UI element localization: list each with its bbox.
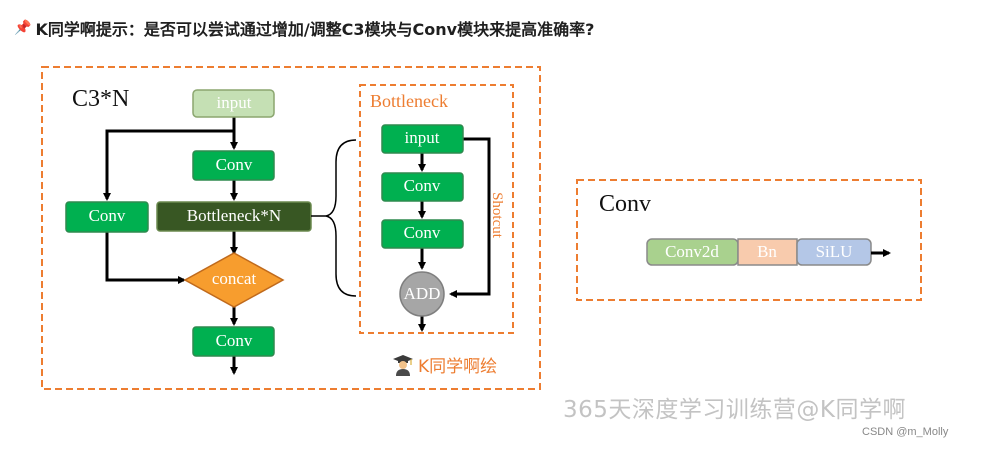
c3-conv-side-node: Conv: [65, 201, 149, 233]
pushpin-icon: 📌: [14, 20, 32, 36]
svg-text:Conv: Conv: [89, 206, 126, 225]
svg-text:SiLU: SiLU: [816, 242, 853, 261]
arrow-side-conv-concat: [105, 232, 186, 284]
page-header: 📌 K同学啊提示：是否可以尝试通过增加/调整C3模块与Conv模块来提高准确率?: [14, 16, 594, 40]
c3-frame: [41, 66, 541, 390]
c3-title: C3*N: [72, 86, 129, 112]
c3-conv-bottom-node: Conv: [192, 326, 275, 357]
bn-node: Bn: [737, 238, 798, 266]
svg-text:Conv: Conv: [216, 331, 253, 350]
csdn-credit: CSDN @m_Molly: [862, 426, 949, 438]
svg-text:Bottleneck*N: Bottleneck*N: [187, 206, 281, 225]
author-text: K同学啊绘: [418, 357, 498, 377]
watermark: 365天深度学习训练营@K同学啊: [563, 397, 906, 423]
c3-input-node: input: [192, 89, 275, 118]
c3-concat-node: concat: [183, 252, 285, 308]
arrow-shortcut: [449, 137, 491, 298]
author-credit: K同学啊绘: [393, 352, 497, 377]
conv2d-node: Conv2d: [646, 238, 739, 266]
svg-text:ADD: ADD: [404, 284, 441, 303]
conv-title: Conv: [599, 191, 651, 217]
svg-text:input: input: [217, 93, 252, 112]
svg-text:Conv: Conv: [404, 176, 441, 195]
svg-text:Conv: Conv: [404, 223, 441, 242]
arrow-input-side-conv: [103, 129, 234, 201]
bn-conv2-node: Conv: [381, 219, 464, 249]
expand-brace: [325, 139, 357, 297]
svg-text:Bn: Bn: [757, 242, 777, 261]
c3-bottleneck-node: Bottleneck*N: [156, 201, 312, 232]
bn-conv1-node: Conv: [381, 172, 464, 202]
bn-add-node: ADD: [399, 271, 445, 317]
silu-node: SiLU: [796, 238, 872, 266]
bottleneck-title: Bottleneck: [370, 91, 448, 111]
svg-text:input: input: [405, 128, 440, 147]
graduate-icon: [393, 354, 413, 376]
bn-input-node: input: [381, 124, 464, 154]
conv-frame: [576, 179, 922, 301]
header-text: K同学啊提示：是否可以尝试通过增加/调整C3模块与Conv模块来提高准确率?: [35, 20, 595, 39]
shortcut-label: Shotcut: [489, 192, 505, 239]
c3-conv-top-node: Conv: [192, 150, 275, 181]
svg-text:Conv2d: Conv2d: [665, 242, 719, 261]
svg-text:concat: concat: [212, 269, 257, 288]
svg-text:Conv: Conv: [216, 155, 253, 174]
